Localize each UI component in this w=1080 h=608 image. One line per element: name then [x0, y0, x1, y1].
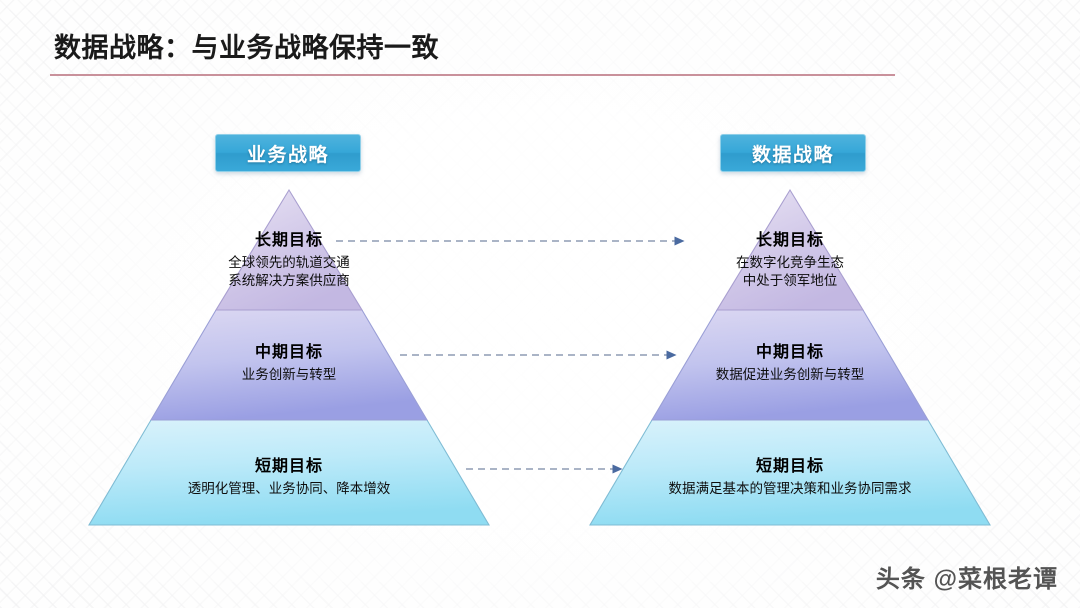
pyramid-right-shape	[589, 188, 991, 526]
pyramid-data-strategy: 长期目标 在数字化竞争生态 中处于领军地位 中期目标 数据促进业务创新与转型 短…	[588, 186, 992, 528]
badge-data-strategy[interactable]: 数据战略	[720, 134, 866, 172]
pyramid-business-strategy: 长期目标 全球领先的轨道交通 系统解决方案供应商 中期目标 业务创新与转型 短期…	[87, 186, 491, 528]
pyramid-right-tier-mid[interactable]	[651, 309, 929, 421]
pyramid-left-shape	[88, 188, 490, 526]
badge-business-strategy[interactable]: 业务战略	[215, 134, 361, 172]
pyramid-right-tier-long[interactable]	[716, 188, 864, 311]
pyramid-left-tier-long[interactable]	[215, 188, 363, 311]
page-title: 数据战略：与业务战略保持一致	[54, 33, 439, 63]
pyramid-left-tier-short[interactable]	[88, 419, 490, 526]
pyramid-left-tier-mid[interactable]	[150, 309, 428, 421]
title-underline-rule	[50, 74, 895, 76]
pyramid-right-tier-short[interactable]	[589, 419, 991, 526]
watermark-text: 头条 @菜根老谭	[875, 566, 1058, 593]
